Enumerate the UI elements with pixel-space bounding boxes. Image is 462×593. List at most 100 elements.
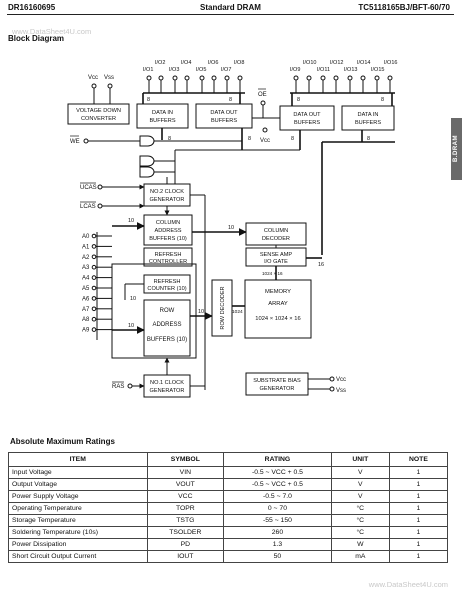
svg-text:Vss: Vss xyxy=(336,388,346,394)
svg-text:NO.1 CLOCK: NO.1 CLOCK xyxy=(150,380,184,386)
cell-unit: V xyxy=(330,478,390,491)
vcc-pin-label: Vcc xyxy=(88,75,98,81)
io-pin xyxy=(146,75,152,81)
refresh-controller xyxy=(143,247,193,267)
io-pin-label: I/O9 xyxy=(290,67,300,73)
vss-pin-label: Vss xyxy=(104,75,114,81)
svg-text:VOLTAGE DOWN: VOLTAGE DOWN xyxy=(76,108,121,114)
svg-text:8: 8 xyxy=(297,97,300,103)
header-right: TC5118165BJ/BFT-60/70 xyxy=(358,3,450,12)
svg-text:DATA IN: DATA IN xyxy=(358,112,379,118)
address-pin xyxy=(91,285,97,291)
svg-text:BUFFERS (10): BUFFERS (10) xyxy=(149,236,187,242)
address-pin-label: A2 xyxy=(82,255,90,261)
io-pin xyxy=(172,75,178,81)
cell-item: Operating Temperature xyxy=(8,502,148,515)
io-pin-label: I/O15 xyxy=(371,67,384,73)
vcc-pin xyxy=(91,83,97,89)
address-pin xyxy=(91,233,97,239)
svg-text:CONTROLLER: CONTROLLER xyxy=(149,259,187,265)
svg-text:ROW: ROW xyxy=(160,308,175,314)
svg-text:ADDRESS: ADDRESS xyxy=(154,228,181,234)
svg-text:8: 8 xyxy=(248,136,251,142)
cell-rating: 260 xyxy=(223,526,332,539)
cell-unit: °C xyxy=(330,526,390,539)
cell-note: 1 xyxy=(388,478,449,491)
row-decoder xyxy=(211,279,233,337)
cell-symbol: TOPR xyxy=(146,502,225,515)
io-pin-label: I/O4 xyxy=(181,60,191,66)
ras-label: RAS xyxy=(112,384,124,390)
vss-pin xyxy=(107,83,113,89)
ras-pin xyxy=(127,383,133,389)
header-rule xyxy=(7,14,454,15)
cell-symbol: IOUT xyxy=(146,550,225,563)
io-pin xyxy=(184,75,190,81)
substrate-bias-generator xyxy=(245,372,309,396)
svg-text:DATA OUT: DATA OUT xyxy=(210,110,238,116)
lcas-label: LCAS xyxy=(80,204,96,210)
row-address-outline xyxy=(111,263,197,359)
io-pin xyxy=(374,75,380,81)
io-pin-label: I/O10 xyxy=(303,60,316,66)
col-rating: RATING xyxy=(223,452,332,467)
ucas-pin xyxy=(97,184,103,190)
svg-text:ROW DECODER: ROW DECODER xyxy=(220,286,226,329)
cell-item: Short Circuit Output Current xyxy=(8,550,148,563)
data-out-buffers-left xyxy=(195,103,253,129)
cell-symbol: VOUT xyxy=(146,478,225,491)
svg-text:SUBSTRATE BIAS: SUBSTRATE BIAS xyxy=(253,378,301,384)
lcas-pin xyxy=(97,203,103,209)
oe-label: OE xyxy=(258,92,267,98)
we-pin xyxy=(83,138,89,144)
svg-text:Vcc: Vcc xyxy=(260,138,270,144)
cell-note: 1 xyxy=(388,466,449,479)
svg-text:GENERATOR: GENERATOR xyxy=(150,388,185,394)
vcc-mid-pin xyxy=(262,127,268,133)
cell-symbol: TSTG xyxy=(146,514,225,527)
svg-text:10: 10 xyxy=(228,225,234,231)
cell-note: 1 xyxy=(388,490,449,503)
svg-text:REFRESH: REFRESH xyxy=(154,279,181,285)
voltage-down-converter-box xyxy=(67,103,130,125)
svg-text:REFRESH: REFRESH xyxy=(155,252,182,258)
io-pin-label: I/O3 xyxy=(169,67,179,73)
svg-text:DECODER: DECODER xyxy=(262,236,290,242)
svg-text:COLUMN: COLUMN xyxy=(156,220,180,226)
cell-symbol: PD xyxy=(146,538,225,551)
cell-rating: 1.3 xyxy=(223,538,332,551)
cell-note: 1 xyxy=(388,538,449,551)
svg-text:10: 10 xyxy=(128,323,134,329)
svg-text:COLUMN: COLUMN xyxy=(264,228,288,234)
header-left: DR16160695 xyxy=(8,3,56,12)
io-pin-label: I/O14 xyxy=(357,60,370,66)
address-pin xyxy=(91,306,97,312)
cell-symbol: VIN xyxy=(146,466,225,479)
svg-text:8: 8 xyxy=(367,136,370,142)
address-pin-label: A1 xyxy=(82,244,90,250)
column-address-buffers xyxy=(143,214,193,246)
svg-text:DATA IN: DATA IN xyxy=(152,110,173,116)
header-center: Standard DRAM xyxy=(200,3,261,12)
address-pin-label: A8 xyxy=(82,317,90,323)
svg-text:GENERATOR: GENERATOR xyxy=(260,386,295,392)
svg-text:1024 × 16: 1024 × 16 xyxy=(262,271,283,276)
col-unit: UNIT xyxy=(330,452,390,467)
cell-unit: V xyxy=(330,490,390,503)
svg-text:BUFFERS: BUFFERS xyxy=(149,118,175,124)
cell-note: 1 xyxy=(388,502,449,515)
cell-note: 1 xyxy=(388,550,449,563)
io-pin xyxy=(224,75,230,81)
address-pin-label: A7 xyxy=(82,307,90,313)
io-pin-label: I/O6 xyxy=(208,60,218,66)
cell-item: Output Voltage xyxy=(8,478,148,491)
block-diagram: Vcc Vss VOLTAGE DOWN CONVERTER I/O1I/O2I… xyxy=(67,60,397,398)
cell-note: 1 xyxy=(388,514,449,527)
address-pin-label: A9 xyxy=(82,328,90,334)
col-symbol: SYMBOL xyxy=(146,452,225,467)
